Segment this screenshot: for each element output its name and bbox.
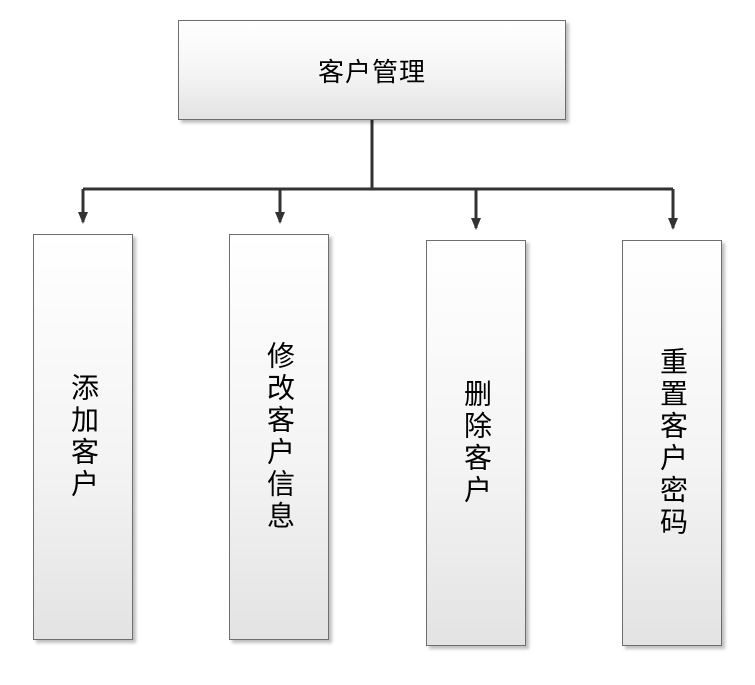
child-node-label: 删除客户 (460, 379, 493, 507)
child-node-label: 添加客户 (67, 373, 100, 501)
child-node-label: 修改客户信息 (263, 341, 296, 533)
child-node-edit-customer-info: 修改客户信息 (229, 234, 329, 640)
root-node-label: 客户管理 (317, 57, 426, 88)
child-node-add-customer: 添加客户 (33, 234, 133, 640)
child-node-label: 重置客户密码 (656, 347, 689, 539)
child-node-delete-customer: 删除客户 (426, 240, 526, 646)
child-node-reset-customer-password: 重置客户密码 (622, 240, 722, 646)
root-node-customer-management: 客户管理 (178, 20, 566, 120)
